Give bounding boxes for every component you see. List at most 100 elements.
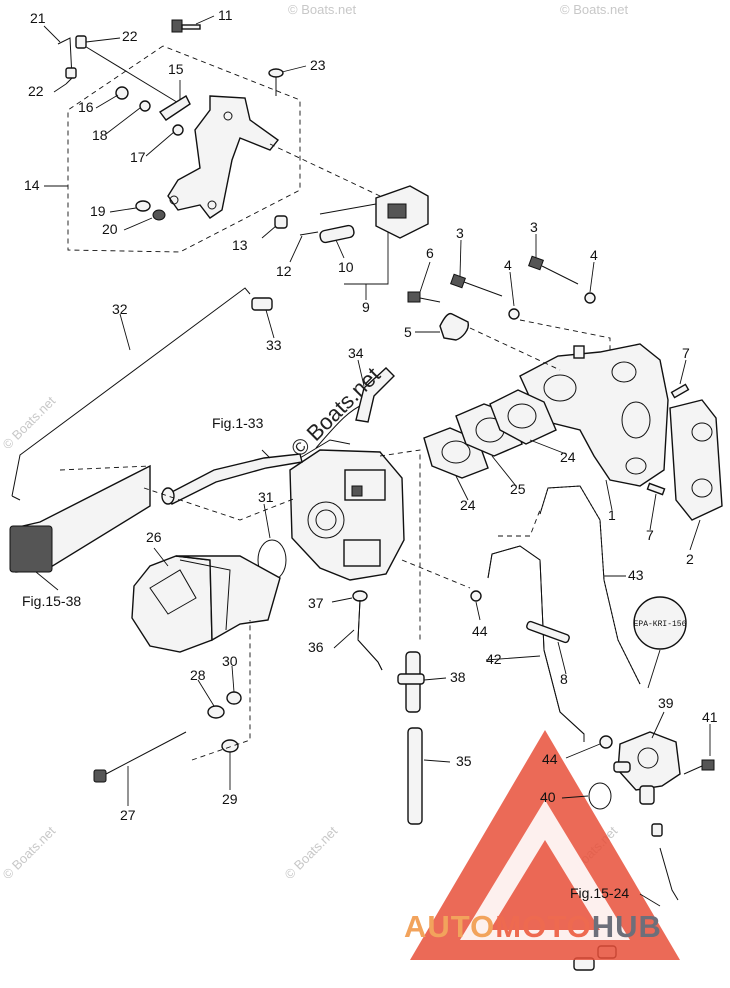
bracket-fig15-38	[9, 464, 151, 573]
callout-41: 41	[702, 709, 718, 725]
callout-37: 37	[308, 595, 324, 611]
callout-42: 42	[486, 651, 502, 667]
band-8	[526, 620, 570, 644]
gasket-24-25	[423, 389, 557, 479]
logo-text: AUTOMOTOHUB	[404, 909, 662, 944]
callout-labels: 21 22 22 11 23 15 16 18 17 14 19 20 13 1…	[22, 7, 718, 901]
callout-24: 24	[460, 497, 476, 513]
bolt-41	[683, 759, 715, 775]
watermark: © Boats.net	[282, 823, 341, 882]
callout-30: 30	[222, 653, 238, 669]
callout-38: 38	[450, 669, 466, 685]
callout-22: 22	[122, 28, 138, 44]
callout-44: 44	[542, 751, 558, 767]
callout-35: 35	[456, 753, 472, 769]
gasket-2	[669, 399, 723, 521]
callout-44: 44	[472, 623, 488, 639]
ref-fig15-38: Fig.15-38	[22, 593, 81, 609]
washer-16-18	[115, 86, 184, 136]
callout-7: 7	[646, 527, 654, 543]
fuel-hose-42	[487, 545, 585, 742]
washers-28-30	[207, 691, 242, 753]
badge-text: EPA-KRI-156	[634, 620, 687, 629]
watermark: © Boats.net	[288, 2, 357, 17]
callout-33: 33	[266, 337, 282, 353]
callout-4: 4	[590, 247, 598, 263]
callout-8: 8	[560, 671, 568, 687]
intake-manifold-1	[519, 343, 669, 487]
callout-26: 26	[146, 529, 162, 545]
automotohub-logo: AUTOMOTOHUB	[404, 730, 680, 960]
fuel-hose-36-37	[352, 590, 383, 671]
callout-36: 36	[308, 639, 324, 655]
callout-3: 3	[456, 225, 464, 241]
link-lever-15	[158, 95, 191, 121]
fuel-hose-35	[407, 727, 423, 825]
callout-19: 19	[90, 203, 106, 219]
leader-lines	[35, 15, 711, 907]
dashed-guides	[59, 143, 611, 761]
throttle-bracket	[167, 95, 280, 219]
callout-13: 13	[232, 237, 248, 253]
callout-22: 22	[28, 83, 44, 99]
callout-43: 43	[628, 567, 644, 583]
studs-7	[646, 383, 690, 496]
callout-4: 4	[504, 257, 512, 273]
watermark: © Boats.net	[0, 823, 59, 882]
link-rod-32	[11, 287, 273, 501]
callout-9: 9	[362, 299, 370, 315]
fuel-hose-43	[539, 485, 641, 685]
callout-5: 5	[404, 324, 412, 340]
callout-7: 7	[682, 345, 690, 361]
hose-34	[355, 367, 395, 423]
callout-10: 10	[338, 259, 354, 275]
ref-fig1-33: Fig.1-33	[212, 415, 264, 431]
watermark: © Boats.net	[560, 2, 629, 17]
emission-badge: EPA-KRI-156	[633, 596, 687, 689]
bolt-27	[93, 731, 187, 783]
callout-27: 27	[120, 807, 136, 823]
callout-25: 25	[510, 481, 526, 497]
clips-44	[470, 590, 613, 749]
callout-6: 6	[426, 245, 434, 261]
callout-23: 23	[310, 57, 326, 73]
callout-20: 20	[102, 221, 118, 237]
clamp-5-6	[407, 291, 470, 341]
callout-2: 2	[686, 551, 694, 567]
callout-34: 34	[348, 345, 364, 361]
callout-29: 29	[222, 791, 238, 807]
ref-fig15-24: Fig.15-24	[570, 885, 629, 901]
intake-silencer-26	[131, 555, 281, 653]
callout-12: 12	[276, 263, 292, 279]
callout-11: 11	[218, 7, 233, 23]
callout-28: 28	[190, 667, 206, 683]
o-ring-40	[588, 782, 612, 810]
callout-31: 31	[258, 489, 274, 505]
choke-solenoid-9	[274, 185, 429, 244]
callout-24: 24	[560, 449, 576, 465]
hose-fig1-33	[161, 453, 303, 505]
callout-21: 21	[30, 10, 46, 26]
callout-1: 1	[608, 507, 616, 523]
fuel-pump-39	[613, 731, 681, 805]
watermark: © Boats.net	[0, 393, 59, 452]
callout-15: 15	[168, 61, 184, 77]
washers-4	[508, 292, 596, 320]
callout-17: 17	[130, 149, 146, 165]
washers-19-20	[135, 200, 166, 221]
callout-32: 32	[112, 301, 128, 317]
bolt-top	[171, 19, 201, 33]
callout-39: 39	[658, 695, 674, 711]
fuel-joint-38	[397, 651, 425, 713]
callout-16: 16	[78, 99, 94, 115]
callout-3: 3	[530, 219, 538, 235]
screw-23	[268, 68, 284, 96]
callout-14: 14	[24, 177, 40, 193]
callout-18: 18	[92, 127, 108, 143]
throttle-link-rod	[57, 35, 181, 105]
carburetor-assembly	[289, 403, 405, 581]
bolts-3	[450, 255, 579, 297]
callout-40: 40	[540, 789, 556, 805]
